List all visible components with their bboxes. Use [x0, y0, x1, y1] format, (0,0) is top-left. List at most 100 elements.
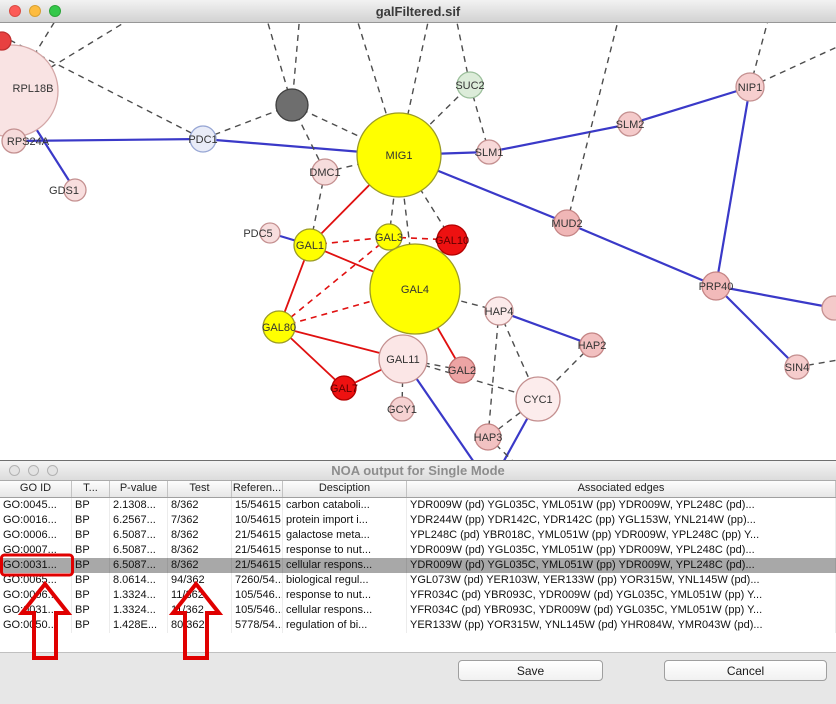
node-DMC1[interactable] [311, 158, 339, 186]
edge-RPS24A-PDC1[interactable] [13, 137, 204, 143]
edge-GAL3-GAL80[interactable] [278, 236, 390, 328]
column-header-4[interactable]: Referen... [232, 481, 283, 497]
node-GRAY[interactable] [275, 88, 309, 122]
close-button[interactable] [9, 465, 20, 476]
network-titlebar[interactable]: galFiltered.sif [0, 0, 836, 23]
cell-test: 7/362 [168, 513, 232, 528]
close-button[interactable] [9, 5, 21, 17]
node-CYC1[interactable] [515, 376, 561, 422]
node-GAL1[interactable] [293, 228, 327, 262]
cell-p_value: 1.428E... [110, 618, 168, 633]
edge-HAP4-HAP3[interactable] [487, 310, 500, 438]
cell-type: BP [72, 603, 110, 618]
network-canvas[interactable]: RPL18BRPS24AGDS1PDC1DMC1MIG1SUC2SLM1SLM2… [0, 23, 836, 460]
edge-MUD2-off[interactable] [566, 23, 620, 224]
node-PRP40[interactable] [701, 271, 731, 301]
node-PDC1[interactable] [189, 125, 217, 153]
node-GCY1[interactable] [389, 396, 415, 422]
node-PDC5[interactable] [259, 222, 281, 244]
edge-GCY1-GAL11[interactable] [401, 358, 404, 410]
node-label-GAL2: GAL2 [448, 365, 476, 377]
cell-go_id: GO:0006... [0, 588, 72, 603]
edge-HAP2-CYC1[interactable] [537, 344, 593, 400]
node-GAL11[interactable] [378, 334, 428, 384]
cell-test: 94/362 [168, 573, 232, 588]
node-GAL2[interactable] [448, 356, 476, 384]
cell-test: 11/362 [168, 588, 232, 603]
node-NIP1[interactable] [735, 72, 765, 102]
edge-GAL10-MIG1[interactable] [398, 154, 453, 241]
cell-description: cellular respons... [283, 603, 407, 618]
column-header-1[interactable]: T... [72, 481, 110, 497]
node-GDS1[interactable] [63, 178, 87, 202]
zoom-button[interactable] [49, 5, 61, 17]
node-RPS24A[interactable] [1, 128, 27, 154]
edge-HAP3-off[interactable] [487, 436, 520, 460]
noa-titlebar[interactable]: NOA output for Single Mode [0, 461, 836, 481]
node-HAP3[interactable] [474, 423, 502, 451]
column-header-2[interactable]: P-value [110, 481, 168, 497]
cell-description: response to nut... [283, 543, 407, 558]
edge-NIP1-off[interactable] [749, 41, 836, 88]
cell-type: BP [72, 588, 110, 603]
minimize-button[interactable] [28, 465, 39, 476]
edge-MUD2-PRP40[interactable] [566, 221, 717, 288]
edge-off-SUC2[interactable] [455, 23, 471, 86]
node-GAL10[interactable] [436, 224, 468, 256]
edge-PRP40-NIP1[interactable] [714, 86, 752, 287]
node-GAL80[interactable] [262, 310, 296, 344]
cell-p_value: 2.1308... [110, 498, 168, 513]
cell-type: BP [72, 543, 110, 558]
node-GAL3[interactable] [375, 223, 403, 251]
traffic-lights [9, 0, 61, 22]
minimize-button[interactable] [29, 5, 41, 17]
edge-PRP40-SIN4[interactable] [715, 285, 798, 368]
column-header-3[interactable]: Test [168, 481, 232, 497]
cell-description: protein import i... [283, 513, 407, 528]
edge-SIN4-off[interactable] [796, 358, 836, 368]
cancel-button[interactable]: Cancel [664, 660, 827, 681]
node-MSN5[interactable] [821, 295, 836, 321]
node-label-GAL3: GAL3 [375, 232, 403, 244]
node-label-CYC1: CYC1 [523, 394, 552, 406]
cell-go_id: GO:0006... [0, 528, 72, 543]
column-header-0[interactable]: GO ID [0, 481, 72, 497]
node-SLM2[interactable] [617, 111, 643, 137]
node-MUD2[interactable] [553, 209, 581, 237]
edge-GRAY-MIG1[interactable] [291, 104, 400, 156]
node-label-DMC1: DMC1 [309, 167, 340, 179]
node-HAP2[interactable] [579, 332, 605, 358]
node-label-NIP1: NIP1 [738, 82, 762, 94]
edge-GAL80-GAL4[interactable] [278, 288, 416, 328]
cell-go_id: GO:0007... [0, 543, 72, 558]
edge-SLM2-NIP1[interactable] [629, 85, 751, 126]
node-SLM1[interactable] [476, 139, 502, 165]
node-GAL4[interactable] [369, 243, 461, 335]
save-button[interactable]: Save [458, 660, 603, 681]
zoom-button[interactable] [47, 465, 58, 476]
column-header-5[interactable]: Desciption [283, 481, 407, 497]
node-MIG1[interactable] [356, 112, 442, 198]
edge-off-GRAY[interactable] [291, 23, 300, 106]
network-window-title: galFiltered.sif [375, 3, 461, 19]
edge-SLM1-SLM2[interactable] [488, 122, 631, 154]
column-header-6[interactable]: Associated edges [407, 481, 836, 497]
node-SIN4[interactable] [784, 354, 810, 380]
edge-PRP40-MSN5[interactable] [715, 284, 835, 310]
node-SUC2[interactable] [456, 71, 484, 99]
node-TOPRED[interactable] [0, 31, 12, 51]
node-GAL7[interactable] [331, 375, 357, 401]
node-HAP4[interactable] [484, 296, 514, 326]
edge-HAP4-HAP2[interactable] [498, 309, 593, 347]
